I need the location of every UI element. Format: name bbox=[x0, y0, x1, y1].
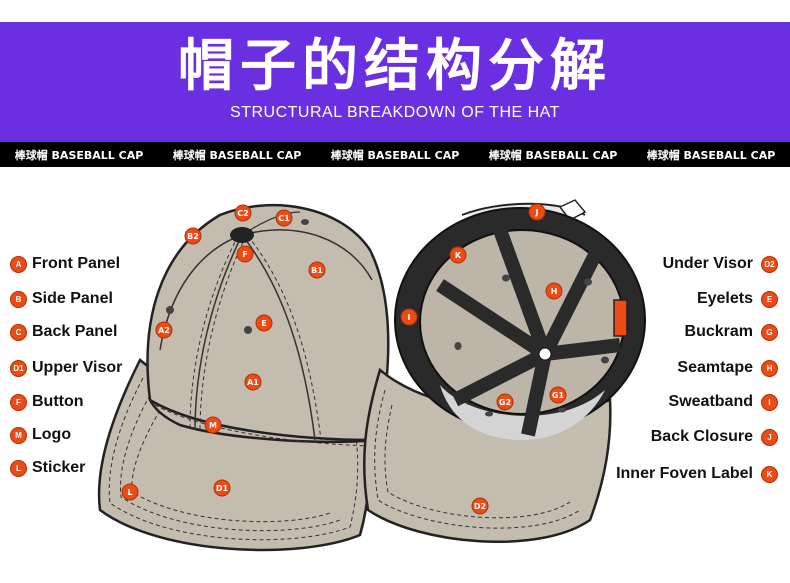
legend-label: Sticker bbox=[32, 459, 86, 476]
legend-item-sweatband: Sweatband I bbox=[669, 392, 778, 412]
legend-item-inner-woven-label: Inner Foven Label K bbox=[616, 464, 778, 484]
legend-item-logo: M Logo bbox=[10, 425, 71, 445]
marker-a2: A2 bbox=[155, 321, 173, 339]
marker-h: H bbox=[545, 282, 563, 300]
legend-item-buckram: Buckram G bbox=[685, 322, 778, 342]
legend-item-back-closure: Back Closure J bbox=[651, 427, 778, 447]
marker-d2: D2 bbox=[471, 497, 489, 515]
page-subtitle: STRUCTURAL BREAKDOWN OF THE HAT bbox=[230, 104, 560, 121]
marker-a1: A1 bbox=[244, 373, 262, 391]
legend-item-back-panel: C Back Panel bbox=[10, 322, 117, 342]
legend-label: Back Panel bbox=[32, 323, 118, 340]
marker-label: M bbox=[209, 421, 217, 430]
legend-label: Inner Foven Label bbox=[616, 465, 753, 482]
legend-badge: M bbox=[10, 426, 27, 444]
marker-label: B1 bbox=[311, 266, 323, 275]
legend-badge: I bbox=[761, 393, 778, 411]
marker-g2: G2 bbox=[496, 393, 514, 411]
marker-label: G1 bbox=[552, 391, 565, 400]
legend-badge: E bbox=[761, 290, 778, 308]
marker-label: E bbox=[261, 319, 266, 328]
marker-label: L bbox=[127, 488, 132, 497]
marker-label: J bbox=[535, 208, 539, 217]
legend-label: Logo bbox=[32, 426, 72, 443]
ticker-item: 棒球帽 BASEBALL CAP bbox=[488, 148, 618, 162]
legend-item-sticker: L Sticker bbox=[10, 458, 85, 478]
legend-item-front-panel: A Front Panel bbox=[10, 254, 120, 274]
marker-label: C1 bbox=[278, 214, 290, 223]
marker-label: I bbox=[408, 313, 411, 322]
marker-label: F bbox=[242, 250, 247, 259]
marker-b1: B1 bbox=[308, 261, 326, 279]
legend-label: Front Panel bbox=[32, 255, 121, 272]
legend-badge: A bbox=[10, 255, 27, 273]
legend-item-under-visor: Under Visor D2 bbox=[663, 254, 778, 274]
legend-label: Button bbox=[32, 393, 84, 410]
marker-label: B2 bbox=[187, 232, 199, 241]
legend-label: Buckram bbox=[684, 323, 753, 340]
legend-label: Seamtape bbox=[677, 359, 753, 376]
legend-badge: D2 bbox=[761, 255, 778, 273]
legend-label: Back Closure bbox=[650, 428, 753, 445]
marker-f: F bbox=[236, 245, 254, 263]
marker-b2: B2 bbox=[184, 227, 202, 245]
marker-g1: G1 bbox=[549, 386, 567, 404]
marker-d1: D1 bbox=[213, 479, 231, 497]
marker-label: H bbox=[551, 287, 558, 296]
marker-label: A2 bbox=[158, 326, 170, 335]
legend-item-button: F Button bbox=[10, 392, 84, 412]
legend-badge: B bbox=[10, 290, 27, 308]
legend-badge: C bbox=[10, 323, 27, 341]
marker-k: K bbox=[449, 246, 467, 264]
legend-badge: G bbox=[761, 323, 778, 341]
marker-m: M bbox=[204, 416, 222, 434]
page-title: 帽子的结构分解 bbox=[178, 34, 612, 99]
marker-label: A1 bbox=[247, 378, 259, 387]
marker-label: K bbox=[455, 251, 462, 260]
legend-label: Upper Visor bbox=[32, 359, 123, 376]
ticker-item: 棒球帽 BASEBALL CAP bbox=[172, 148, 302, 162]
marker-label: G2 bbox=[499, 398, 511, 407]
marker-c1: C1 bbox=[275, 209, 293, 227]
marker-e: E bbox=[255, 314, 273, 332]
legend-item-side-panel: B Side Panel bbox=[10, 289, 113, 309]
ticker-item: 棒球帽 BASEBALL CAP bbox=[330, 148, 460, 162]
ticker-item: 棒球帽 BASEBALL CAP bbox=[646, 148, 776, 162]
legend-badge: J bbox=[761, 428, 778, 446]
marker-label: D2 bbox=[474, 502, 486, 511]
legend-item-seamtape: Seamtape H bbox=[677, 358, 778, 378]
legend-label: Under Visor bbox=[662, 255, 753, 272]
marker-label: D1 bbox=[216, 484, 229, 493]
marker-c2: C2 bbox=[234, 204, 252, 222]
legend-badge: L bbox=[10, 459, 27, 477]
legend-badge: D1 bbox=[10, 359, 27, 377]
legend-badge: F bbox=[10, 393, 27, 411]
header-banner bbox=[0, 22, 790, 142]
legend-badge: H bbox=[761, 359, 778, 377]
diagram-markers: C2 C1 B2 F B1 A2 E A1 M D1 L J K H I G2 … bbox=[121, 203, 567, 515]
ticker-item: 棒球帽 BASEBALL CAP bbox=[14, 148, 144, 162]
under-cap-illustration bbox=[362, 199, 646, 544]
marker-l: L bbox=[121, 483, 139, 501]
marker-label: C2 bbox=[237, 209, 248, 218]
legend-label: Side Panel bbox=[32, 290, 113, 307]
legend-label: Sweatband bbox=[668, 393, 753, 410]
legend-label: Eyelets bbox=[696, 290, 753, 307]
ticker-bar: 棒球帽 BASEBALL CAP 棒球帽 BASEBALL CAP 棒球帽 BA… bbox=[0, 142, 790, 167]
legend-item-upper-visor: D1 Upper Visor bbox=[10, 358, 122, 378]
legend-badge: K bbox=[761, 465, 778, 483]
marker-j: J bbox=[528, 203, 546, 221]
marker-i: I bbox=[400, 308, 418, 326]
legend-item-eyelets: Eyelets E bbox=[697, 289, 778, 309]
